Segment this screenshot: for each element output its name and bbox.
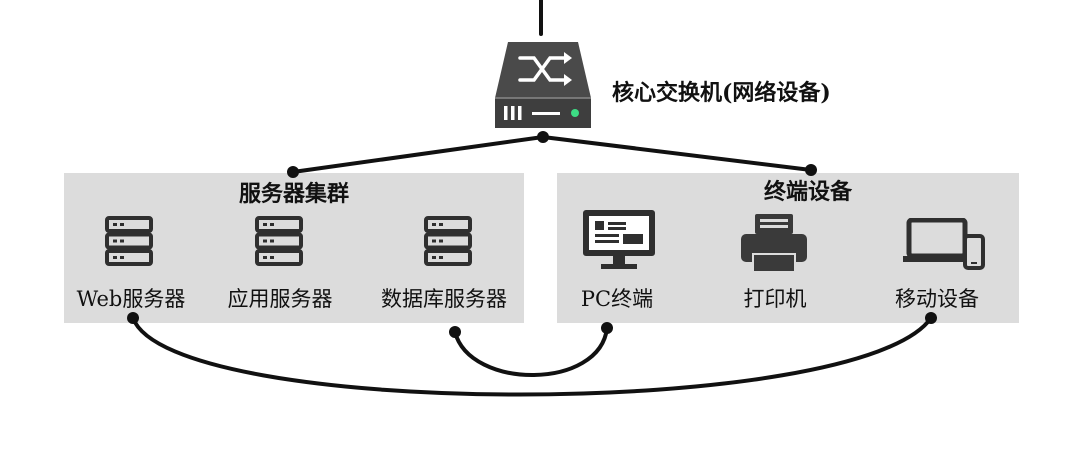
- printer-label: 打印机: [743, 287, 807, 311]
- pc-terminal-label: PC终端: [580, 287, 654, 311]
- web-to-mobile-line: [131, 316, 933, 397]
- db-server-port-dot: [449, 326, 461, 338]
- laptop-phone-icon: [903, 218, 985, 270]
- server-cluster-title: 服务器集群: [238, 181, 350, 207]
- db-to-pc-line: [453, 326, 609, 377]
- core-switch-label: 核心交换机(网络设备): [612, 80, 831, 106]
- server-icon: [105, 216, 153, 266]
- switch-to-terminals-line: [541, 135, 813, 172]
- database-server-label: 数据库服务器: [381, 287, 507, 311]
- printer-icon: [741, 214, 807, 273]
- switch-port-dot: [537, 131, 549, 143]
- network-switch-icon: [495, 42, 591, 128]
- mobile-device-label: 移动设备: [895, 287, 979, 311]
- monitor-icon: [583, 210, 655, 269]
- switch-to-cluster-line: [291, 135, 545, 174]
- web-server-label: Web服务器: [76, 287, 186, 311]
- server-icon: [424, 216, 472, 266]
- server-icon: [255, 216, 303, 266]
- pc-port-dot: [601, 322, 613, 334]
- terminal-devices-title: 终端设备: [763, 179, 853, 205]
- app-server-label: 应用服务器: [227, 287, 333, 311]
